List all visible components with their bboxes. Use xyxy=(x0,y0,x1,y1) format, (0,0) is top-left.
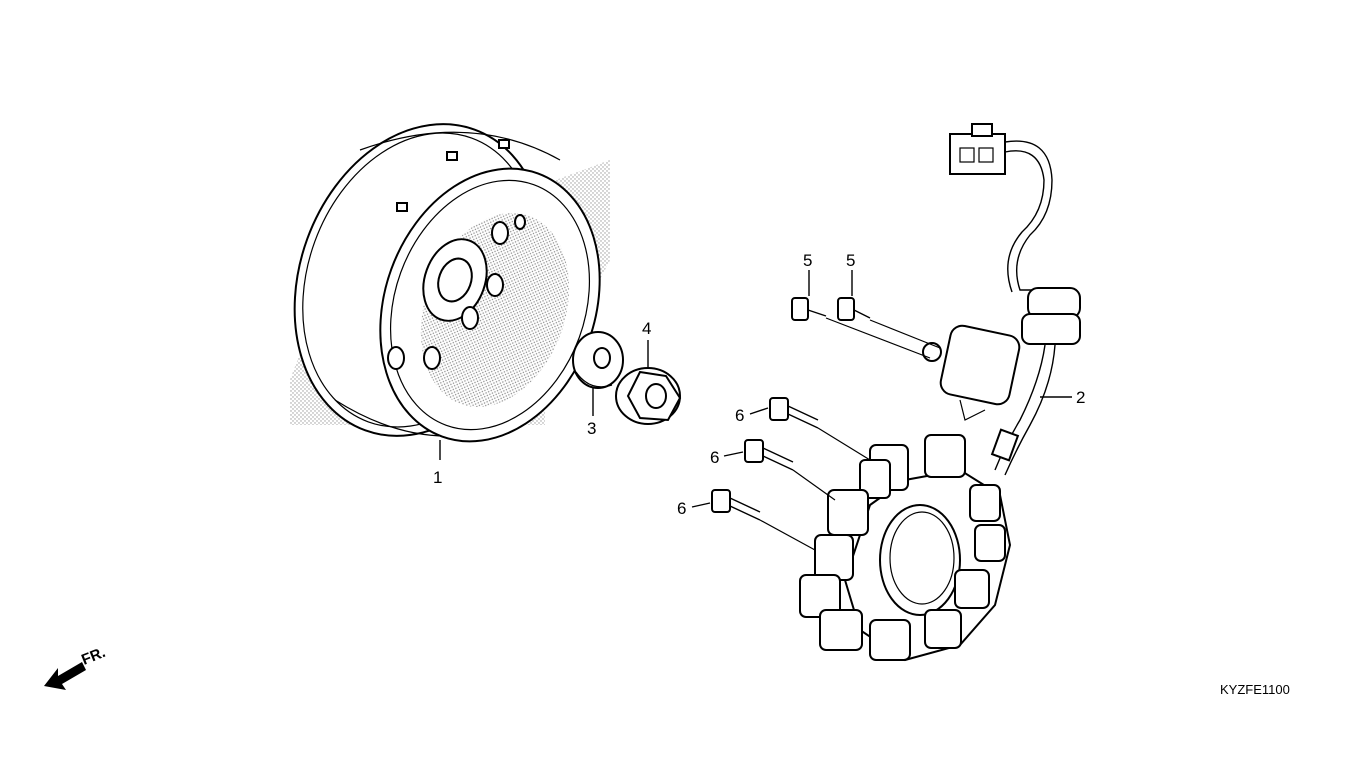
callout-1: 1 xyxy=(433,468,442,487)
diagram-code: KYZFE1100 xyxy=(1220,682,1290,697)
bolt-6b xyxy=(744,439,794,471)
callout-5a: 5 xyxy=(803,251,812,270)
callout-6a: 6 xyxy=(735,406,744,425)
assembly-guide-lines xyxy=(759,317,941,551)
flywheel xyxy=(290,123,610,443)
flange-nut xyxy=(615,367,682,425)
front-direction-arrow-icon xyxy=(44,662,86,690)
callout-2: 2 xyxy=(1076,388,1085,407)
callout-6b: 6 xyxy=(710,448,719,467)
callout-5b: 5 xyxy=(846,251,855,270)
bolt-6c xyxy=(711,489,761,521)
callout-4: 4 xyxy=(642,319,651,338)
callout-3: 3 xyxy=(587,419,596,438)
callout-6c: 6 xyxy=(677,499,686,518)
washer xyxy=(572,331,624,389)
stator-assembly xyxy=(799,123,1081,662)
bolt-5b xyxy=(837,297,871,321)
direction-label: FR. xyxy=(79,644,108,669)
bolt-6a xyxy=(769,397,819,429)
leader-lines xyxy=(439,270,1072,508)
bolt-5a xyxy=(791,297,827,321)
